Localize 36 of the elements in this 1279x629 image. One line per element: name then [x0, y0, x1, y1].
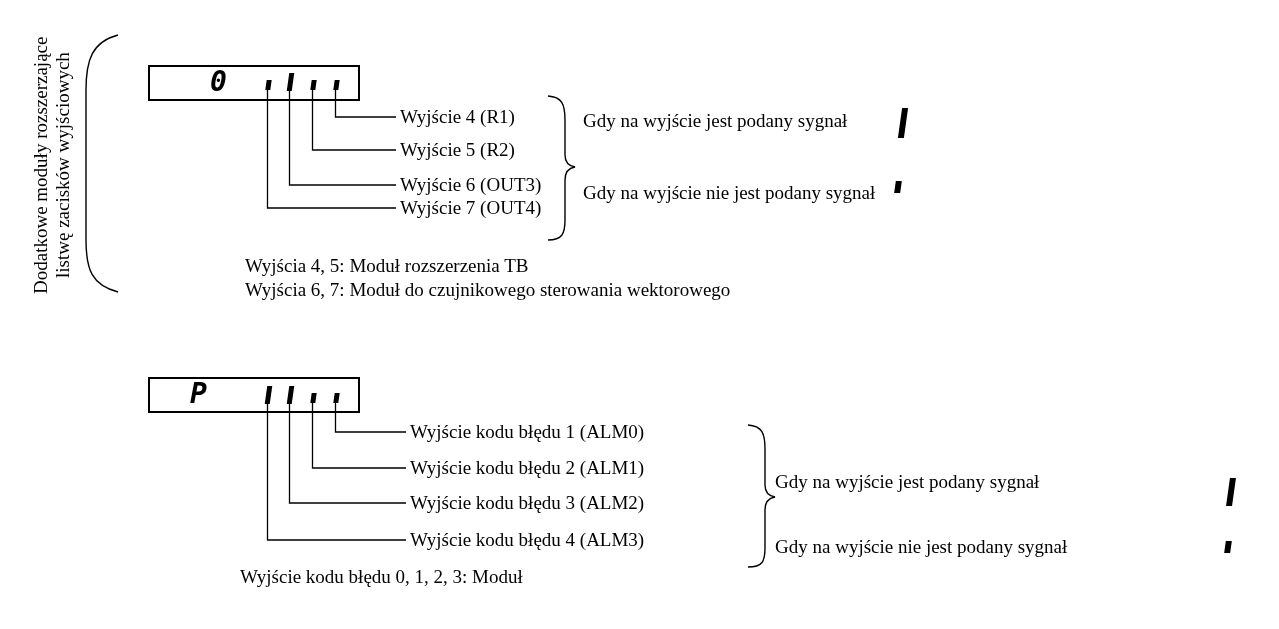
display-panel — [148, 377, 360, 413]
leader-line — [311, 89, 397, 151]
leader-line — [266, 89, 397, 209]
segment-bar — [286, 73, 295, 91]
segment-bar — [333, 393, 340, 403]
note-text: Wyjście kodu błędu 0, 1, 2, 3: Moduł — [240, 566, 523, 588]
segment-bar — [286, 386, 295, 404]
status-text: Gdy na wyjście jest podany sygnał — [775, 471, 1040, 493]
segment-bar — [310, 393, 317, 403]
note-text: Wyjścia 6, 7: Moduł do czujnikowego sterowania wektorowego — [245, 279, 731, 301]
segment-bar — [333, 80, 340, 90]
display-character: 0 — [210, 67, 227, 97]
segment-bar — [264, 386, 273, 404]
note-text: Wyjścia 4, 5: Moduł rozszerzenia TB — [245, 255, 529, 277]
leader-line — [334, 89, 397, 118]
leader-line — [311, 402, 407, 469]
vertical-label: Dodatkowe moduły rozszerzające listwę zacisków wyjściowych — [30, 35, 74, 296]
leader-line — [288, 403, 407, 504]
output-label: Wyjście 6 (OUT3) — [400, 174, 542, 196]
leader-line — [334, 402, 407, 433]
output-label: Wyjście 4 (R1) — [400, 106, 515, 128]
output-label: Wyjście kodu błędu 2 (ALM1) — [410, 457, 645, 479]
output-label: Wyjście kodu błędu 3 (ALM2) — [410, 492, 645, 514]
output-label: Wyjście 5 (R2) — [400, 139, 515, 161]
status-text: Gdy na wyjście jest podany sygnał — [583, 110, 848, 132]
leader-line — [266, 403, 407, 541]
display-panel — [148, 65, 360, 101]
output-label: Wyjście kodu błędu 4 (ALM3) — [410, 529, 645, 551]
leader-line — [288, 90, 397, 186]
output-label: Wyjście kodu błędu 1 (ALM0) — [410, 421, 645, 443]
display-character: P — [190, 379, 207, 409]
status-text: Gdy na wyjście nie jest podany sygnał — [583, 182, 876, 204]
output-label: Wyjście 7 (OUT4) — [400, 197, 542, 219]
segment-bar — [310, 80, 317, 90]
status-text: Gdy na wyjście nie jest podany sygnał — [775, 536, 1068, 558]
segment-bar — [265, 80, 272, 90]
